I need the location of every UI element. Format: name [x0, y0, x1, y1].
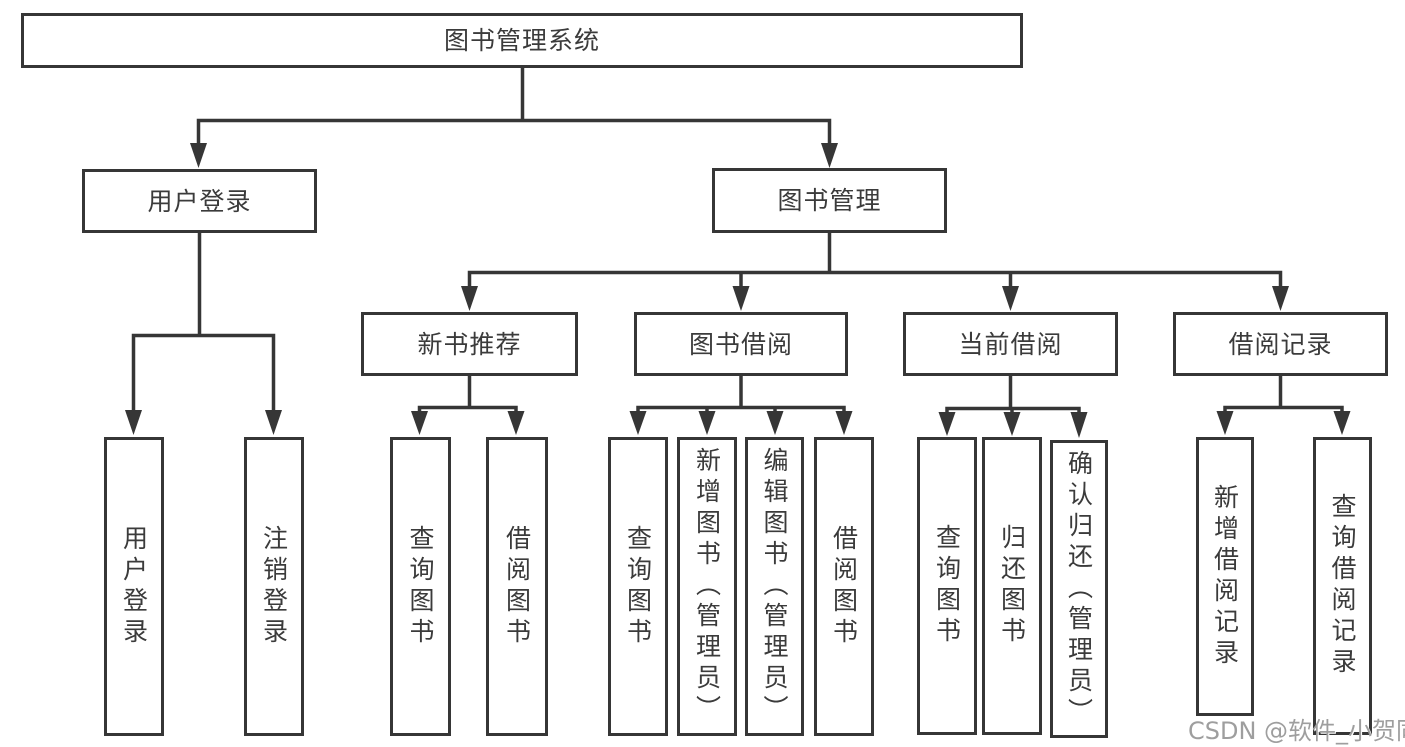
connector-bookmgmt-branch	[467, 270, 1283, 288]
arrowhead-borrow-add	[698, 411, 716, 435]
arrowhead-user-login	[190, 143, 207, 168]
leaf-borrow-query-book: 查询图书	[608, 437, 668, 736]
node-new-book-recommend: 新书推荐	[361, 312, 578, 376]
leaf-current-query-book: 查询图书	[917, 437, 977, 735]
leaf-records-add-record: 新增借阅记录	[1196, 437, 1254, 716]
leaf-recommend-query-book: 查询图书	[390, 437, 451, 736]
node-current-borrow: 当前借阅	[903, 312, 1118, 376]
arrowhead-borrow-records	[1272, 286, 1289, 311]
node-book-borrow: 图书借阅	[634, 312, 848, 376]
arrowhead-current-return	[1003, 412, 1021, 436]
connector-newrec-branch	[417, 405, 518, 413]
leaf-records-query-record: 查询借阅记录	[1313, 437, 1372, 735]
node-root: 图书管理系统	[21, 13, 1023, 68]
leaf-borrow-add-book-admin: 新增图书（管理员）	[677, 437, 737, 736]
connector-userlogin-branch	[131, 333, 276, 412]
leaf-user-login: 用户登录	[104, 437, 164, 736]
arrowhead-current-confirm	[1070, 412, 1088, 438]
arrowhead-borrow-edit	[766, 411, 784, 435]
arrowhead-new-rec	[461, 286, 478, 311]
leaf-current-return-book: 归还图书	[982, 437, 1042, 735]
leaf-logout: 注销登录	[244, 437, 304, 736]
connector-borrow-branch	[636, 405, 846, 413]
arrowhead-borrow-borrow	[835, 411, 853, 435]
leaf-borrow-borrow-book: 借阅图书	[814, 437, 874, 736]
arrowhead-records-query	[1333, 411, 1351, 435]
arrowhead-book-borrow	[732, 286, 750, 311]
arrowhead-leaf-logout	[265, 410, 282, 435]
leaf-borrow-edit-book-admin: 编辑图书（管理员）	[745, 437, 804, 736]
leaf-current-confirm-return-admin: 确认归还（管理员）	[1050, 440, 1108, 738]
arrowhead-newrec-borrow	[507, 411, 525, 435]
connector-root-branch	[196, 118, 832, 146]
arrowhead-current-borrow	[1002, 286, 1019, 311]
leaf-recommend-borrow-book: 借阅图书	[486, 437, 548, 736]
arrowhead-book-mgmt	[821, 143, 838, 168]
arrowhead-borrow-query	[629, 411, 647, 435]
node-borrow-records: 借阅记录	[1173, 312, 1388, 376]
connector-records-branch	[1223, 405, 1344, 413]
csdn-watermark: CSDN @软件_小贺同学	[1188, 717, 1405, 745]
node-user-login: 用户登录	[82, 169, 317, 233]
node-book-management: 图书管理	[712, 168, 947, 233]
arrowhead-records-add	[1216, 411, 1234, 435]
arrowhead-current-query	[938, 412, 956, 436]
arrowhead-leaf-login	[125, 410, 142, 435]
arrowhead-newrec-query	[411, 411, 428, 435]
